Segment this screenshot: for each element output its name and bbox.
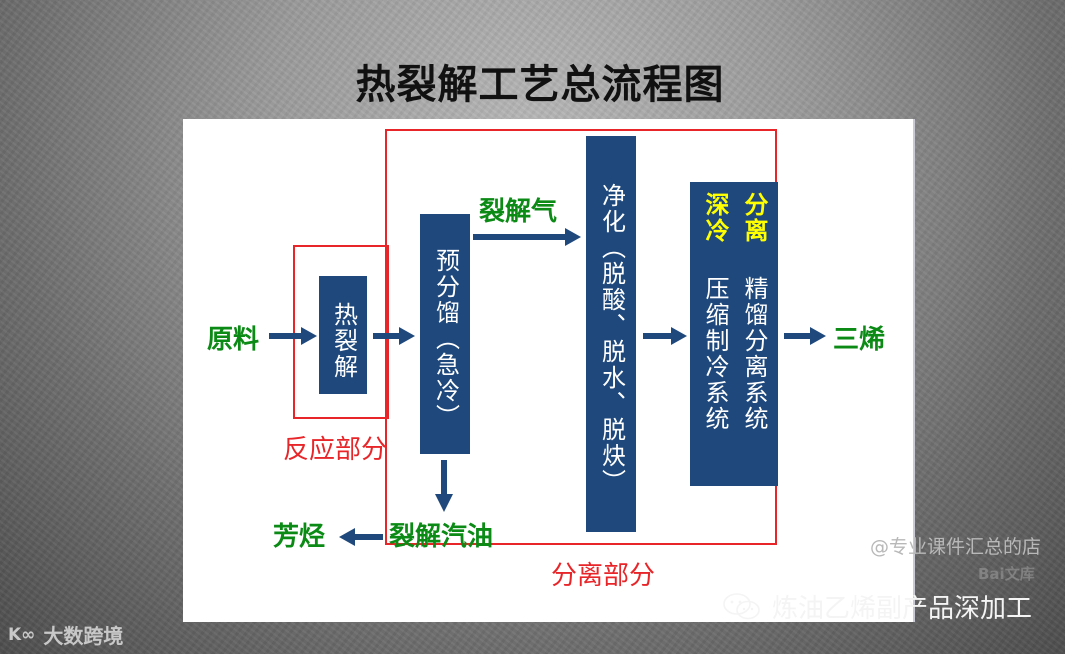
prefractionation-label: 预分馏（急冷） [431,248,460,430]
deep-cooling-header: 深冷 [701,192,729,244]
pyrolysis-block: 热裂解 [319,276,367,394]
purification-label: 净化（脱酸、脱水、脱炔） [597,183,626,495]
cracked-gasoline-label: 裂解汽油 [389,522,494,552]
arrow-separation-to-olefins [784,327,826,345]
page-title: 热裂解工艺总流程图 [355,62,725,108]
baidu-watermark: Bai文库 [978,565,1035,583]
wechat-icon [722,591,762,623]
arrow-pyrolysis-to-prefractionation [373,327,415,345]
bottom-logo: K∞ 大数跨境 [8,620,123,649]
separation-column: 分离 精馏分离系统 [739,192,768,486]
separation-header: 分离 [740,192,768,244]
pyrolysis-label: 热裂解 [329,302,358,380]
feed-label: 原料 [207,325,260,355]
aromatics-label: 芳烃 [273,522,326,552]
reaction-section-label: 反应部分 [283,435,388,465]
arrow-cracked-gas [473,228,581,246]
diagram-slide: 原料 热裂解 预分馏（急冷） 裂解气 净化（脱酸、脱水、脱炔） 深冷 压缩制冷系… [183,119,913,622]
arrow-prefractionation-to-gasoline [435,460,453,512]
prefractionation-block: 预分馏（急冷） [420,214,470,454]
arrow-feed-to-pyrolysis [269,327,317,345]
wechat-account-name: 炼油乙烯副产品深加工 [772,594,1033,624]
wechat-account-watermark: 炼油乙烯副产品深加工 [722,588,1032,625]
separation-section-label: 分离部分 [551,561,656,591]
reaction-section-box [293,245,389,419]
cracked-gas-label: 裂解气 [479,197,558,227]
purification-block: 净化（脱酸、脱水、脱炔） [586,136,636,532]
arrow-purification-to-separation [643,327,687,345]
arrow-gasoline-to-aromatics [339,528,383,546]
product-olefins-label: 三烯 [833,325,886,355]
deep-cooling-separation-block: 深冷 压缩制冷系统 分离 精馏分离系统 [690,182,778,486]
separation-body: 精馏分离系统 [740,276,768,432]
logo-icon: K∞ [8,624,36,645]
deep-cooling-column: 深冷 压缩制冷系统 [700,192,729,486]
bottom-logo-text: 大数跨境 [43,624,124,648]
deep-cooling-body: 压缩制冷系统 [701,276,729,432]
store-watermark: @专业课件汇总的店 [870,536,1042,558]
